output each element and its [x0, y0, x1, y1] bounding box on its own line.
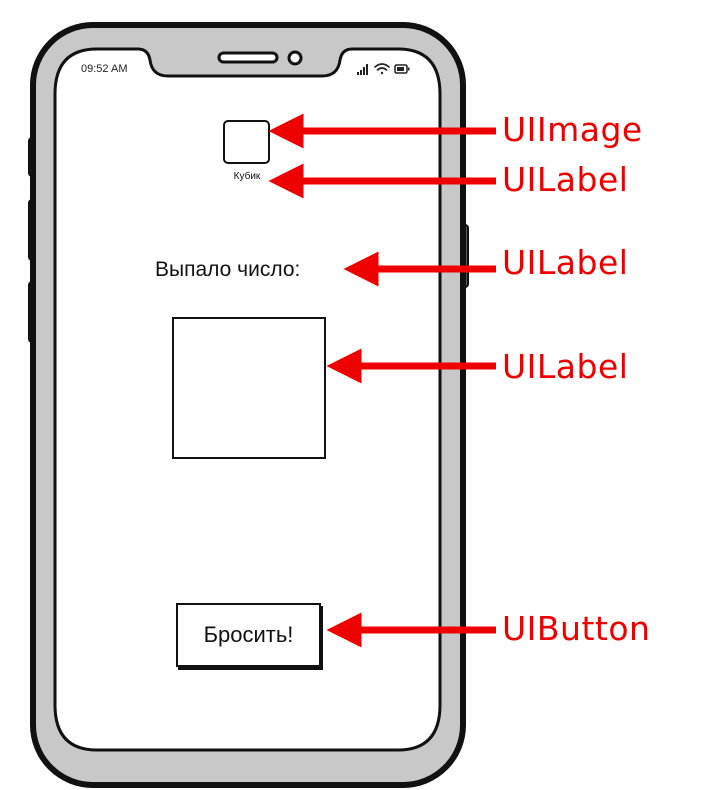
annotation-arrows — [268, 113, 496, 648]
speaker-slot-icon — [217, 51, 279, 64]
result-heading-label: Выпало число: — [155, 258, 301, 281]
annotation-uiimage: UIImage — [502, 110, 643, 149]
annotation-uilabel-caption: UILabel — [502, 160, 629, 199]
signal-icon — [357, 64, 368, 75]
wifi-icon — [374, 63, 390, 75]
status-time: 09:52 AM — [81, 63, 128, 75]
battery-icon — [394, 64, 410, 74]
roll-button[interactable]: Бросить! — [176, 603, 321, 667]
result-label-box — [172, 317, 326, 459]
result-value-label — [173, 318, 325, 458]
camera-icon — [287, 50, 303, 66]
dice-image — [223, 120, 270, 164]
annotation-uibutton: UIButton — [502, 609, 651, 648]
dice-caption-label: Кубик — [233, 171, 261, 182]
annotation-uilabel-result: UILabel — [502, 347, 629, 386]
annotation-uilabel-heading: UILabel — [502, 243, 629, 282]
